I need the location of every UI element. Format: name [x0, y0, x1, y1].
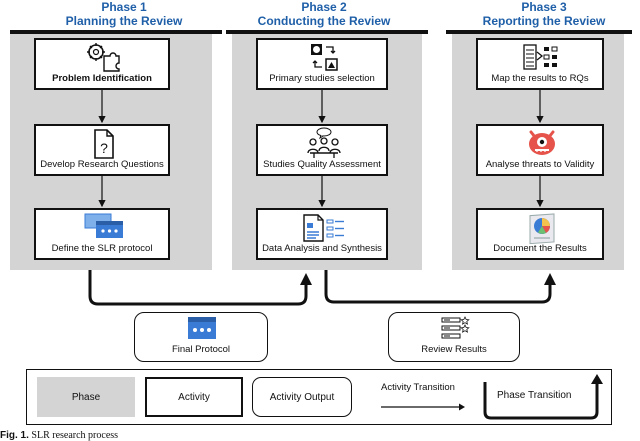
report-chart-icon	[529, 213, 555, 245]
legend-phase-arrow-icon	[483, 374, 603, 420]
caption-text: SLR research process	[31, 430, 119, 441]
phase-3-name: Reporting the Review	[482, 14, 606, 28]
legend-phase-transition-label: Phase Transition	[497, 390, 572, 401]
checklist-stars-icon	[441, 316, 470, 339]
legend: Phase Activity Activity Output Activity …	[26, 369, 612, 425]
activity-label: Analyse threats to Validity	[485, 159, 595, 170]
legend-activity-transition: Activity Transition	[367, 378, 477, 416]
legend-arrow-icon	[381, 403, 465, 411]
output-label: Review Results	[421, 344, 487, 355]
activity-label: Define the SLR protocol	[51, 243, 153, 254]
phase-2-title: Phase 2 Conducting the Review	[226, 0, 422, 28]
legend-phase-swatch: Phase	[37, 377, 135, 417]
activity-label: Problem Identification	[52, 73, 152, 84]
figure-caption: Fig. 1. SLR research process	[0, 430, 118, 441]
mapping-list-icon	[523, 44, 558, 70]
svg-text:?: ?	[100, 140, 108, 156]
activity-label: Primary studies selection	[269, 73, 375, 84]
phase-3-divider	[446, 30, 632, 34]
activity-map-results-rqs[interactable]: Map the results to RQs	[476, 38, 604, 90]
phase-transition-arrow	[88, 270, 312, 306]
phase-1-name: Planning the Review	[65, 14, 183, 28]
legend-activity-transition-label: Activity Transition	[381, 382, 455, 393]
phase-2-label: Phase 2	[301, 0, 347, 14]
activity-label: Develop Research Questions	[40, 159, 164, 170]
meeting-discussion-icon	[307, 127, 341, 158]
output-label: Final Protocol	[171, 344, 231, 355]
threat-monster-icon	[529, 130, 555, 155]
selection-shapes-icon	[311, 44, 338, 71]
activity-analyse-threats[interactable]: Analyse threats to Validity	[476, 124, 604, 176]
protocol-window-icon	[84, 213, 123, 238]
activity-problem-identification[interactable]: Problem Identification	[34, 38, 170, 90]
question-document-icon: ?	[94, 129, 114, 159]
activity-studies-quality-assessment[interactable]: Studies Quality Assessment	[256, 124, 388, 176]
activity-primary-studies-selection[interactable]: Primary studies selection	[256, 38, 388, 90]
activity-label: Map the results to RQs	[491, 73, 589, 84]
activity-document-results[interactable]: Document the Results	[476, 208, 604, 260]
phase-transitions	[88, 270, 556, 306]
activity-define-slr-protocol[interactable]: Define the SLR protocol	[34, 208, 170, 260]
legend-phase-label: Phase	[71, 391, 101, 403]
legend-phase-transition: Phase Transition	[483, 372, 609, 422]
phase-transition-arrow	[324, 270, 556, 304]
data-document-icon	[303, 214, 344, 242]
phase-2-name: Conducting the Review	[257, 14, 391, 28]
output-final-protocol[interactable]: Final Protocol	[134, 312, 268, 362]
phase-2-divider	[226, 30, 428, 34]
legend-output-swatch: Activity Output	[252, 377, 352, 417]
phase-3-label: Phase 3	[521, 0, 567, 14]
phase-1-divider	[10, 30, 222, 34]
phase-1-label: Phase 1	[101, 0, 147, 14]
activity-label: Data Analysis and Synthesis	[262, 243, 382, 254]
puzzle-gears-icon	[87, 43, 120, 72]
legend-activity-label: Activity	[178, 391, 210, 403]
caption-prefix: Fig. 1.	[0, 430, 29, 441]
activity-label: Studies Quality Assessment	[263, 159, 381, 170]
activity-develop-research-questions[interactable]: ? Develop Research Questions	[34, 124, 170, 176]
activity-label: Document the Results	[493, 243, 587, 254]
legend-output-label: Activity Output	[269, 391, 335, 403]
phase-3-title: Phase 3 Reporting the Review	[446, 0, 640, 28]
phase-1-title: Phase 1 Planning the Review	[26, 0, 222, 28]
activity-data-analysis-synthesis[interactable]: Data Analysis and Synthesis	[256, 208, 388, 260]
legend-activity-swatch: Activity	[145, 377, 243, 417]
protocol-window-icon	[188, 317, 216, 339]
output-review-results[interactable]: Review Results	[388, 312, 520, 362]
